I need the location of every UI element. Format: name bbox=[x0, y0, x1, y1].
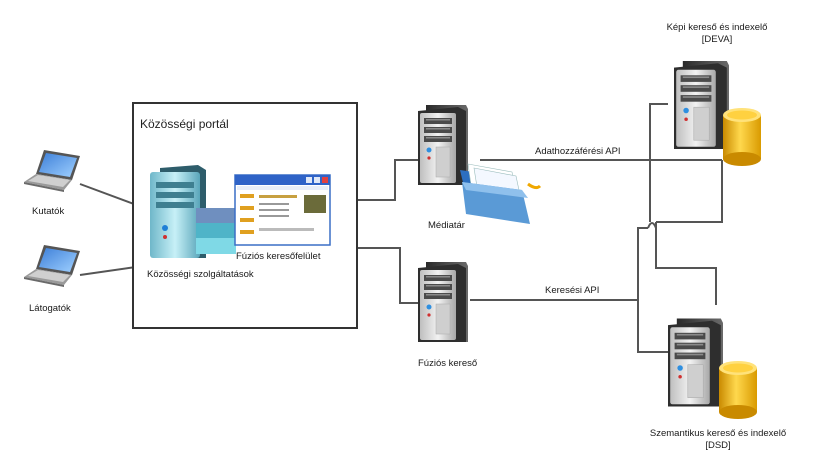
node-label-kepi-kereso-line1: Képi kereső és indexelő bbox=[666, 22, 768, 33]
link-to-dsd bbox=[655, 222, 717, 305]
database-cylinder-icon bbox=[719, 361, 757, 419]
link-trunk-left-lower bbox=[637, 300, 668, 353]
node-label-fuzios-kereso: Fúziós kereső bbox=[418, 358, 478, 369]
link-to-deva bbox=[649, 103, 668, 222]
server-tower-icon bbox=[418, 105, 468, 185]
server-tower-icon bbox=[418, 262, 468, 342]
database-cylinder-icon bbox=[723, 108, 761, 166]
portal-title: Közösségi portál bbox=[140, 117, 229, 131]
node-label-kozossegi-szolgaltatasok: Közösségi szolgáltatások bbox=[147, 269, 254, 280]
portal-server-icon bbox=[150, 165, 236, 258]
node-label-kepi-kereso: Képi kereső és indexelő [DEVA] bbox=[652, 22, 782, 46]
server-tower-icon bbox=[674, 60, 729, 150]
browser-window-icon bbox=[234, 174, 331, 246]
node-label-szemantikus-kereso: Szemantikus kereső és indexelő [DSD] bbox=[633, 428, 803, 452]
link-portal-mediatar bbox=[357, 159, 418, 201]
server-tower-icon bbox=[668, 318, 723, 407]
edge-label-keresesi-api: Keresési API bbox=[545, 285, 600, 296]
node-label-mediatar: Médiatár bbox=[428, 220, 465, 231]
edge-label-adathozzaferesi-api: Adathozzáférési API bbox=[535, 146, 621, 157]
node-label-kutatok: Kutatók bbox=[32, 206, 65, 217]
connector-lines bbox=[79, 103, 723, 353]
laptop-icon bbox=[24, 245, 80, 287]
folder-documents-icon bbox=[460, 163, 542, 224]
link-trunk-left bbox=[637, 227, 648, 300]
node-label-szemantikus-kereso-line2: [DSD] bbox=[705, 440, 731, 451]
node-label-latogatok: Látogatók bbox=[29, 303, 71, 314]
line-hop bbox=[647, 222, 657, 229]
node-label-kepi-kereso-line2: [DEVA] bbox=[701, 34, 733, 45]
node-label-fuzios-keresofelulet: Fúziós keresőfelület bbox=[236, 251, 321, 262]
node-label-szemantikus-kereso-line1: Szemantikus kereső és indexelő bbox=[649, 428, 787, 439]
link-portal-fuzios bbox=[357, 247, 418, 304]
link-deva-bottom bbox=[656, 160, 723, 223]
laptop-icon bbox=[24, 150, 80, 192]
